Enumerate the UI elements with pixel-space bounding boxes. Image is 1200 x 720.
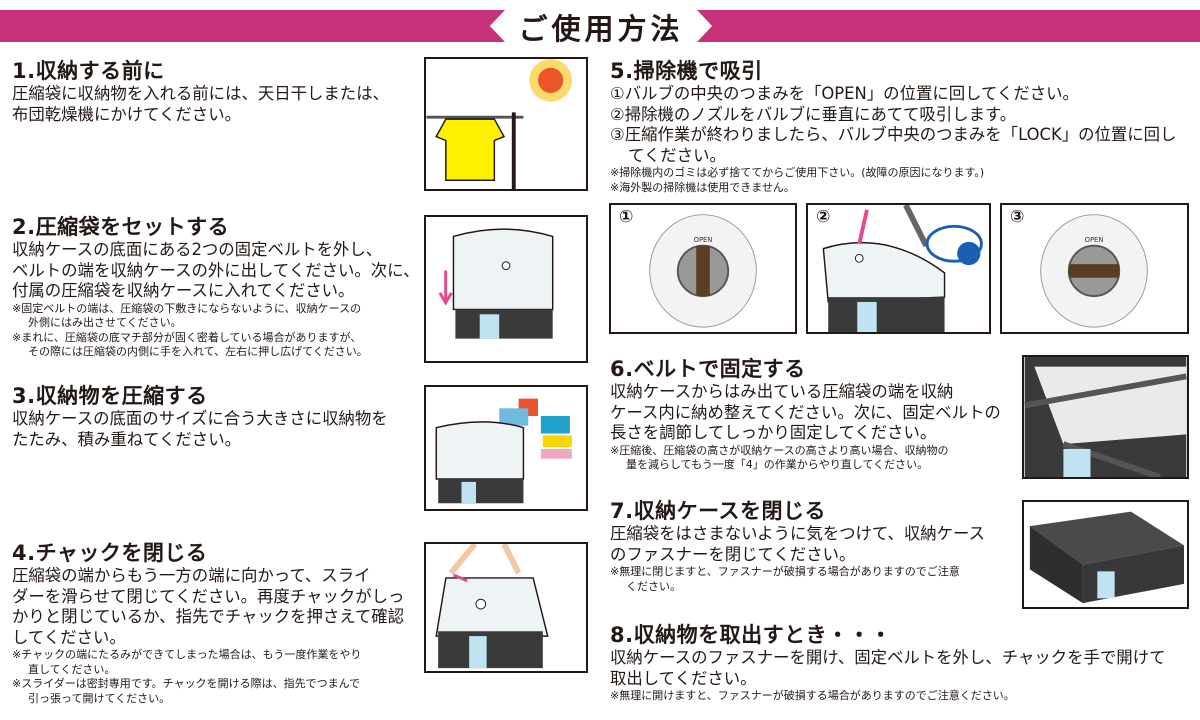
body-line: 収納ケースの底面のサイズに合う大きさに収納物を (12, 409, 388, 428)
note-line: ※海外製の掃除機は使用できません。 (610, 180, 795, 194)
section-6: 6.ベルトで固定する 収納ケースからはみ出ている圧縮袋の端を収納 ケース内に納め… (610, 356, 1001, 473)
section-5: 5.掃除機で吸引 ①バルブの中央のつまみを「OPEN」の位置に回してください。 … (610, 58, 1176, 195)
body-line: 収納ケースの底面にある2つの固定ベルトを外し、 (12, 240, 383, 259)
section-4: 4.チャックを閉じる 圧縮袋の端からもう一方の端に向かって、スライ ダーを滑らせ… (12, 540, 404, 706)
body-line: てください。 (628, 145, 726, 165)
page-title: ご使用方法 (518, 12, 684, 46)
header-band-right (697, 10, 1200, 42)
body-line: ケース内に納め整えてください。次に、固定ベルトの (610, 402, 1001, 422)
section-heading: 1.収納する前に (12, 59, 165, 83)
section-heading: 6.ベルトで固定する (610, 357, 806, 381)
illustration-compress (424, 385, 588, 511)
section-heading: 3.収納物を圧縮する (12, 384, 208, 408)
note-line: 引っ張って開けてください。 (28, 691, 171, 705)
body-line: 圧縮袋をはさまないように気をつけて、収納ケース (610, 524, 986, 543)
header-band-left (0, 10, 505, 42)
note-line: ※スライダーは密封専用です。チャックを開ける際は、指先でつまんで (12, 677, 361, 690)
valve-step-1: ① OPEN (609, 203, 797, 334)
body-line: 収納ケースからはみ出ている圧縮袋の端を収納 (610, 382, 954, 401)
body-line: ベルトの端を収納ケースの外に出してください。次に、 (12, 260, 420, 280)
body-line: 圧縮袋の端からもう一方の端に向かって、スライ (12, 566, 371, 585)
illustration-sun-drying (424, 57, 588, 191)
body-line: 布団乾燥機にかけてください。 (12, 104, 241, 124)
valve-step-3: ③ OPEN (1000, 203, 1189, 334)
body-line: 圧縮袋に収納物を入れる前には、天日干しまたは、 (12, 84, 389, 103)
section-heading: 8.収納物を取出すとき・・・ (610, 623, 892, 647)
note-line: ※固定ベルトの端は、圧縮袋の下敷きにならないように、収納ケースの (12, 301, 362, 315)
note-line: 直してください。 (28, 662, 116, 676)
note-line: 外側にはみ出させてください。 (28, 316, 182, 329)
body-line: ダーを滑らせて閉じてください。再度チャックがしっ (12, 586, 405, 606)
body-line: ①バルブの中央のつまみを「OPEN」の位置に回してください。 (610, 84, 1079, 103)
section-heading: 7.収納ケースを閉じる (610, 499, 827, 523)
note-line: ※まれに、圧縮袋の底マチ部分が固く密着している場合がありますが、 (12, 330, 362, 344)
section-7: 7.収納ケースを閉じる 圧縮袋をはさまないように気をつけて、収納ケース のファス… (610, 498, 985, 594)
body-line: かりと閉じているか、指先でチャックを押さえて確認 (12, 607, 405, 626)
valve-step-2: ② (806, 203, 991, 334)
illustration-belt (1022, 355, 1189, 479)
body-line: たたみ、積み重ねてください。 (12, 429, 241, 449)
note-line: ※チャックの端にたるみができてしまった場合は、もう一度作業をやり (12, 648, 362, 661)
note-line: 量を減らしてもう一度「4」の作業からやり直してください。 (626, 458, 929, 471)
illustration-close-case (1022, 500, 1189, 609)
body-line: 長さを調節してしっかり固定してください。 (610, 423, 937, 442)
section-8: 8.収納物を取出すとき・・・ 収納ケースのファスナーを開け、固定ベルトを外し、チ… (610, 622, 1165, 704)
illustration-close-zipper (424, 542, 588, 673)
section-heading: 2.圧縮袋をセットする (12, 215, 230, 239)
note-line: ください。 (626, 579, 681, 593)
body-line: 収納ケースのファスナーを開け、固定ベルトを外し、チャックを手で開けて (610, 648, 1166, 667)
section-heading: 5.掃除機で吸引 (610, 59, 763, 83)
open-label: OPEN (1085, 236, 1104, 244)
section-2: 2.圧縮袋をセットする 収納ケースの底面にある2つの固定ベルトを外し、 ベルトの… (12, 214, 419, 360)
body-line: のファスナーを閉じてください。 (610, 544, 856, 564)
note-line: ※無理に閉じますと、ファスナーが破損する場合がありますのでご注意 (610, 565, 960, 578)
step-number: ① (619, 207, 634, 227)
note-line: ※掃除機内のゴミは必ず捨ててからご使用下さい。(故障の原因になります。) (610, 166, 985, 179)
note-line: ※圧縮後、圧縮袋の高さが収納ケースの高さより高い場合、収納物の (610, 443, 949, 457)
section-1: 1.収納する前に 圧縮袋に収納物を入れる前には、天日干しまたは、 布団乾燥機にか… (12, 58, 389, 125)
illustration-set-bag (424, 215, 588, 363)
open-label: OPEN (694, 236, 713, 244)
body-line: ②掃除機のノズルをバルブに垂直にあてて吸引します。 (610, 104, 1017, 124)
note-line: ※無理に開けますと、ファスナーが破損する場合がありますのでご注意ください。 (610, 689, 1015, 702)
body-line: してください。 (12, 627, 126, 647)
step-number: ③ (1010, 207, 1025, 227)
body-line: 取出してください。 (610, 668, 757, 688)
note-line: その際には圧縮袋の内側に手を入れて、左右に押し広げてください。 (28, 345, 368, 358)
body-line: ③圧縮作業が終わりましたら、バルブ中央のつまみを「LOCK」の位置に回し (610, 125, 1177, 144)
section-3: 3.収納物を圧縮する 収納ケースの底面のサイズに合う大きさに収納物を たたみ、積… (12, 383, 388, 450)
step-number: ② (816, 207, 831, 227)
section-heading: 4.チャックを閉じる (12, 541, 208, 565)
body-line: 付属の圧縮袋を収納ケースに入れてください。 (12, 281, 355, 300)
